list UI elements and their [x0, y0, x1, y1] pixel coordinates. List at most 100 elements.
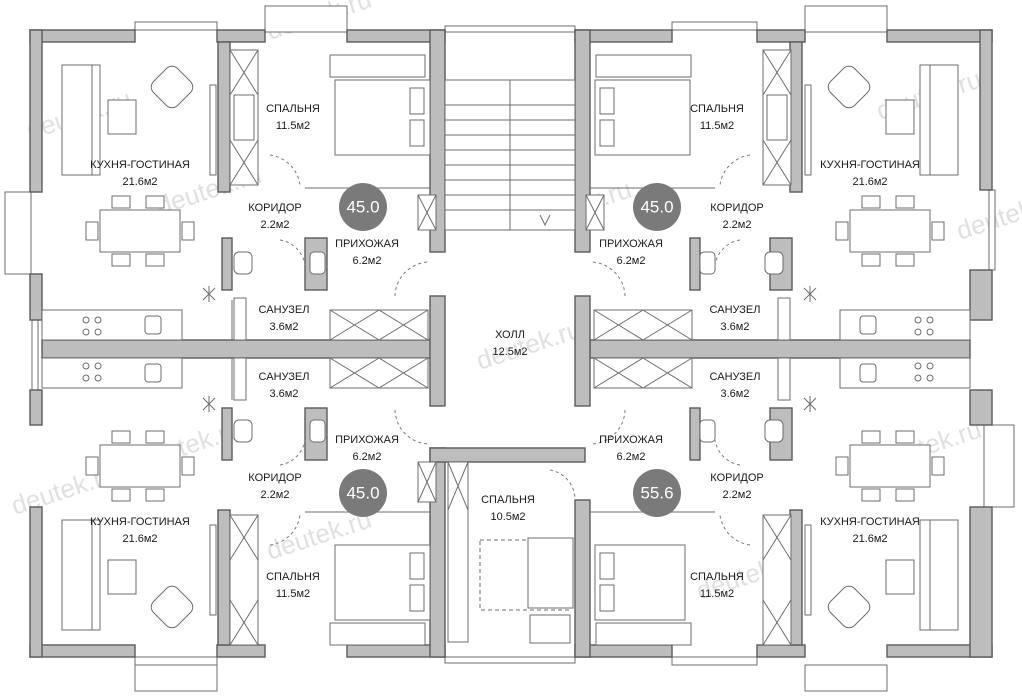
room-name: САНУЗЕЛ — [710, 371, 761, 383]
room-area: 21.6м2 — [122, 533, 157, 545]
room-name: СПАЛЬНЯ — [690, 103, 744, 115]
room-name: САНУЗЕЛ — [710, 304, 761, 316]
wardrobe — [447, 461, 469, 643]
room-area: 11.5м2 — [700, 588, 734, 600]
wall — [217, 509, 231, 646]
room-name: КОРИДОР — [248, 202, 301, 214]
stove-icon — [82, 316, 102, 336]
room-area: 3.6м2 — [721, 321, 750, 333]
wall — [41, 339, 433, 359]
vent-icon — [803, 396, 817, 412]
apartment-bottom-left: САНУЗЕЛ 3.6м2 ПРИХОЖАЯ 6.2м2 КОРИДОР 2.2… — [90, 371, 399, 600]
wall — [789, 509, 803, 646]
bed — [329, 544, 431, 646]
room-area: 21.6м2 — [852, 176, 887, 188]
balcony — [804, 664, 888, 692]
room-area: 2.2м2 — [261, 219, 290, 231]
wall — [429, 295, 446, 407]
wall — [589, 339, 971, 359]
area-badge — [339, 183, 387, 231]
sink-icon — [859, 315, 877, 335]
stove-icon — [82, 362, 102, 382]
room-name: КУХНЯ-ГОСТИНАЯ — [90, 159, 190, 171]
area-badge-label: 45.0 — [640, 198, 673, 217]
coffee-table — [107, 99, 137, 135]
wall — [221, 237, 233, 291]
bathtub — [777, 357, 791, 401]
wardrobe — [229, 49, 259, 186]
room-area: 2.2м2 — [723, 219, 752, 231]
wall — [574, 499, 591, 658]
window — [134, 656, 218, 666]
vent-icon — [202, 286, 216, 302]
watermark: deutek.ru — [953, 184, 1022, 246]
room-area: 3.6м2 — [270, 321, 299, 333]
room-area: 21.6м2 — [122, 176, 157, 188]
room-name: САНУЗЕЛ — [259, 371, 310, 383]
room-name: ХОЛЛ — [495, 329, 525, 341]
room-area: 11.5м2 — [276, 588, 310, 600]
bed — [329, 54, 431, 156]
armchair — [827, 65, 871, 109]
wall — [216, 29, 266, 43]
wardrobe — [329, 357, 429, 389]
wall — [574, 295, 591, 407]
room-area: 11.5м2 — [700, 120, 734, 132]
room-name: КУХНЯ-ГОСТИНАЯ — [820, 516, 920, 528]
area-badge-label: 55.6 — [640, 484, 673, 503]
area-badge — [339, 469, 387, 517]
room-area: 6.2м2 — [353, 451, 382, 463]
coffee-table — [885, 559, 915, 595]
room-name: ПРИХОЖАЯ — [335, 238, 399, 250]
stove-icon — [914, 316, 934, 336]
room-area: 2.2м2 — [723, 489, 752, 501]
wall — [689, 237, 701, 291]
watermark: deutek.ru — [473, 314, 585, 376]
sink-icon — [144, 315, 162, 335]
wardrobe — [585, 194, 605, 231]
wall — [217, 41, 231, 193]
area-badge-label: 45.0 — [346, 198, 379, 217]
wall — [29, 29, 136, 43]
basin-icon — [309, 251, 326, 275]
staircase — [444, 79, 576, 231]
wall — [29, 273, 43, 321]
bed — [594, 544, 692, 646]
wall — [756, 644, 806, 658]
apartment-top-left: СПАЛЬНЯ 11.5м2 КУХНЯ-ГОСТИНАЯ 21.6м2 КОР… — [90, 103, 399, 333]
wall — [969, 506, 993, 658]
room-name: КУХНЯ-ГОСТИНАЯ — [820, 159, 920, 171]
wall — [969, 269, 993, 321]
room-area: 6.2м2 — [617, 255, 646, 267]
toilet-icon — [233, 251, 253, 275]
furniture — [41, 64, 971, 631]
basin-icon — [309, 419, 326, 443]
window — [444, 656, 576, 664]
doors — [269, 154, 751, 546]
room-area: 12.5м2 — [492, 346, 527, 358]
room-name: САНУЗЕЛ — [259, 304, 310, 316]
area-badge-label: 45.0 — [346, 484, 379, 503]
balcony — [264, 5, 348, 33]
window — [671, 21, 758, 31]
wall — [216, 644, 266, 658]
bed — [594, 54, 692, 156]
wall — [756, 29, 806, 43]
balcony — [804, 5, 888, 33]
wardrobe — [329, 309, 429, 341]
wardrobes — [229, 49, 792, 646]
armchair — [150, 65, 194, 109]
room-name: СПАЛЬНЯ — [690, 571, 744, 583]
wall — [29, 389, 43, 426]
room-area: 11.5м2 — [276, 120, 310, 132]
vent-icon — [202, 396, 216, 412]
room-name: СПАЛЬНЯ — [266, 571, 320, 583]
sink-icon — [859, 363, 877, 383]
room-area: 10.5м2 — [490, 511, 525, 523]
window — [988, 189, 996, 271]
room-area: 6.2м2 — [353, 255, 382, 267]
wardrobe — [417, 194, 437, 231]
wardrobe — [593, 357, 693, 389]
beds — [329, 54, 692, 646]
center-area: ХОЛЛ 12.5м2 СПАЛЬНЯ 10.5м2 — [481, 329, 535, 523]
